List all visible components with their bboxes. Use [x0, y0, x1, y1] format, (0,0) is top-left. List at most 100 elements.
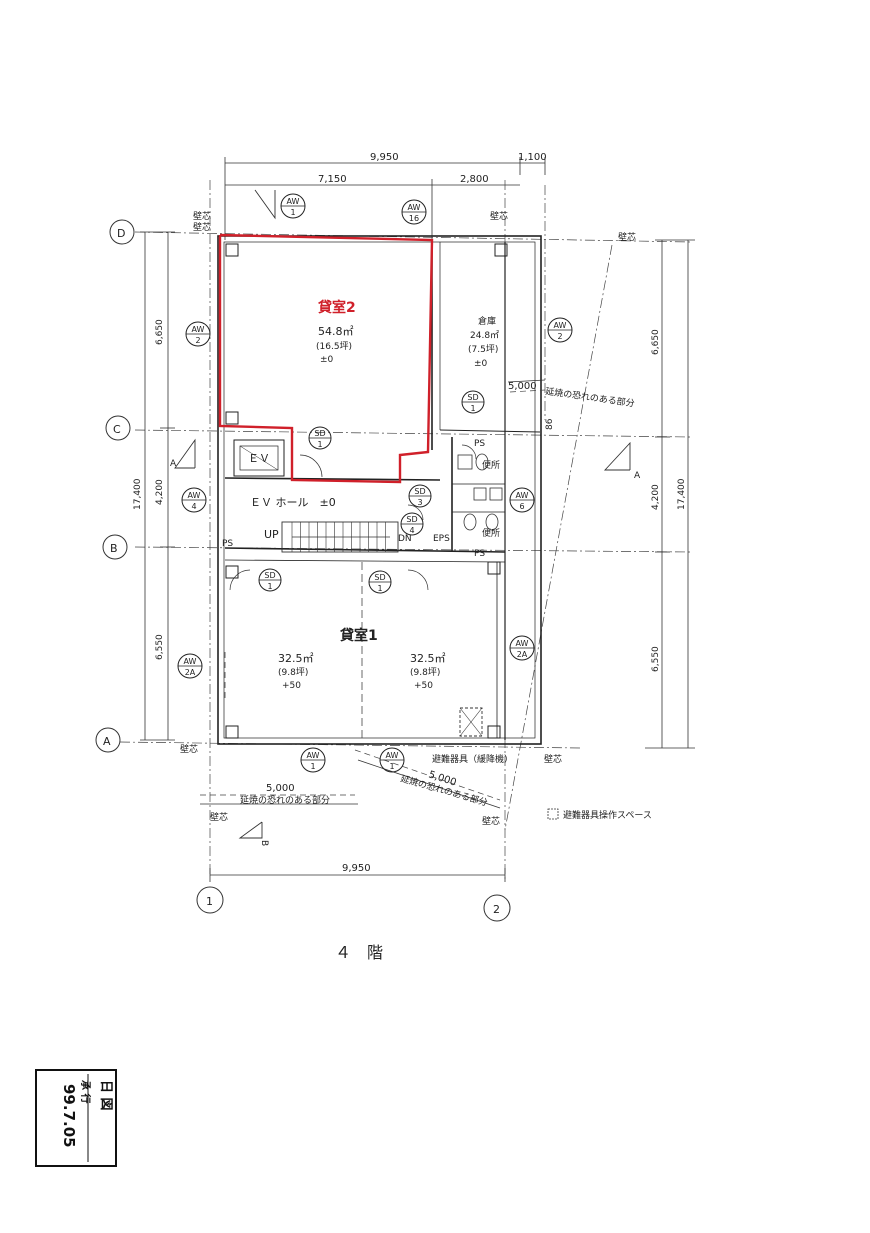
- axis-1: 1: [196, 886, 224, 914]
- room1-left-level: +50: [282, 681, 301, 691]
- wall-core-label-8: 壁芯: [482, 815, 500, 827]
- tag-number: 1: [317, 440, 322, 449]
- tag-number: 2: [557, 332, 562, 341]
- tag-kind: SD: [314, 429, 325, 438]
- tag-sd1-a: SD1: [461, 390, 485, 414]
- building-walls: [217, 235, 542, 745]
- wall-core-label-3: 壁芯: [490, 210, 508, 222]
- setback-lines: [200, 389, 546, 801]
- tag-kind: SD: [406, 515, 417, 524]
- dim-left-ba: 6,550: [155, 634, 165, 660]
- dim-top-right: 2,800: [460, 174, 489, 185]
- tag-number: 1: [267, 582, 272, 591]
- section-markers: [174, 189, 631, 839]
- dim-left-dc: 6,650: [155, 319, 165, 345]
- dim-bottom-total: 9,950: [342, 863, 371, 874]
- columns: [225, 243, 508, 739]
- tag-number: 1: [310, 762, 315, 771]
- storage-name: 倉庫: [478, 315, 496, 327]
- tag-number: 1: [389, 762, 394, 771]
- dim-bottom-setback: 5,000: [266, 783, 295, 794]
- tag-aw2-left: AW2: [185, 321, 211, 347]
- bottom-dimensions: [209, 868, 506, 882]
- tag-aw2a-left: AW 2A: [177, 653, 203, 679]
- stamp-line1: 日 図: [98, 1080, 113, 1111]
- svg-text:C: C: [113, 423, 121, 436]
- tag-aw16: AW 16: [401, 199, 427, 225]
- ps2-label: PS: [474, 549, 485, 559]
- tag-number: 6: [519, 502, 524, 511]
- tag-sd1-b: SD 1: [308, 426, 332, 450]
- setback-area-label-top: 延焼の恐れのある部分: [545, 385, 636, 409]
- tag-kind: AW: [408, 203, 421, 212]
- section-a-left: A: [170, 459, 177, 469]
- ev-hall-label: ＥＶ ホール ±0: [250, 496, 336, 509]
- stamp-date: 99.7.05: [60, 1084, 78, 1148]
- dim-right-cb: 4,200: [651, 484, 661, 510]
- axis-2: 2: [483, 894, 511, 922]
- tag-sd4: SD4: [400, 512, 424, 536]
- tag-sd1-c: SD 1: [258, 568, 282, 592]
- tag-number: 16: [409, 214, 419, 223]
- room1-right-level: +50: [414, 681, 433, 691]
- tag-number: 1: [470, 404, 475, 413]
- wall-core-label-6: 壁芯: [544, 753, 562, 765]
- dim-left-cb: 4,200: [155, 479, 165, 505]
- dim-right-dc: 6,650: [651, 329, 661, 355]
- wc1-label: 便所: [482, 459, 500, 471]
- dim-left-total: 17,400: [133, 478, 143, 510]
- tag-kind: AW: [192, 325, 205, 334]
- section-a-right: A: [634, 471, 641, 481]
- tag-number: 1: [377, 584, 382, 593]
- setback-area-label-bottom: 延焼の恐れのある部分: [240, 794, 330, 806]
- tag-kind: AW: [184, 657, 197, 666]
- tag-kind: AW: [188, 491, 201, 500]
- left-dimensions: [140, 231, 175, 741]
- stamp-line2: 承 行: [79, 1080, 92, 1103]
- tag-kind: SD: [264, 571, 275, 580]
- stair-up-label: UP: [264, 528, 279, 541]
- tag-number: 2A: [517, 650, 528, 659]
- section-b-bottom: B: [259, 840, 269, 846]
- room2-highlight: [218, 233, 434, 484]
- room1-right-area: 32.5㎡: [410, 652, 446, 665]
- tag-number: 3: [417, 498, 422, 507]
- evac-space-icon: [547, 808, 559, 820]
- svg-text:A: A: [103, 735, 111, 748]
- dim-right-total: 17,400: [677, 478, 687, 510]
- tag-kind: SD: [414, 487, 425, 496]
- tag-kind: AW: [307, 751, 320, 760]
- tag-aw1-br: AW1: [379, 747, 405, 773]
- room2-area: 54.8㎡: [318, 325, 354, 338]
- wall-core-label-1: 壁芯: [193, 210, 211, 222]
- ev-label: ＥＶ: [248, 452, 270, 465]
- wall-core-label-5: 壁芯: [180, 743, 198, 755]
- dim-top-left: 7,150: [318, 174, 347, 185]
- room2-name: 貸室2: [317, 299, 356, 316]
- tag-kind: SD: [374, 573, 385, 582]
- axis-d: D: [109, 219, 135, 245]
- evac-space-label: 避難器具操作スペース: [563, 809, 652, 821]
- wc2-label: 便所: [482, 527, 500, 539]
- room1-left-tsubo: (9.8坪): [278, 667, 308, 678]
- room1-name: 貸室1: [339, 627, 378, 644]
- tag-kind: AW: [516, 491, 529, 500]
- toilet-fixtures: [457, 453, 503, 531]
- wall-core-label-4: 壁芯: [618, 231, 636, 243]
- tag-aw2-right: AW2: [547, 317, 573, 343]
- floor-title: ４ 階: [335, 943, 383, 962]
- approval-stamp: 日 図 承 行 99.7.05: [35, 1069, 117, 1167]
- tags-layer: AW1AW16AW2AW2AW4AW6AW2AAW2AAW1AW1SD1SD1S…: [177, 193, 573, 773]
- door-swings: [229, 444, 477, 591]
- tag-number: 2A: [185, 668, 196, 677]
- tag-sd1-d: SD 1: [368, 570, 392, 594]
- dim-86: 86: [545, 418, 555, 430]
- dim-top-total: 9,950: [370, 152, 399, 163]
- tag-number: 4: [191, 502, 196, 511]
- tag-kind: AW: [516, 639, 529, 648]
- evac-device-label: 避難器具（緩降機）: [432, 753, 513, 765]
- axis-a: A: [95, 727, 121, 753]
- stair-dn-label: DN: [398, 534, 412, 544]
- axis-b: B: [102, 534, 128, 560]
- dim-top-setback: 5,000: [508, 381, 537, 392]
